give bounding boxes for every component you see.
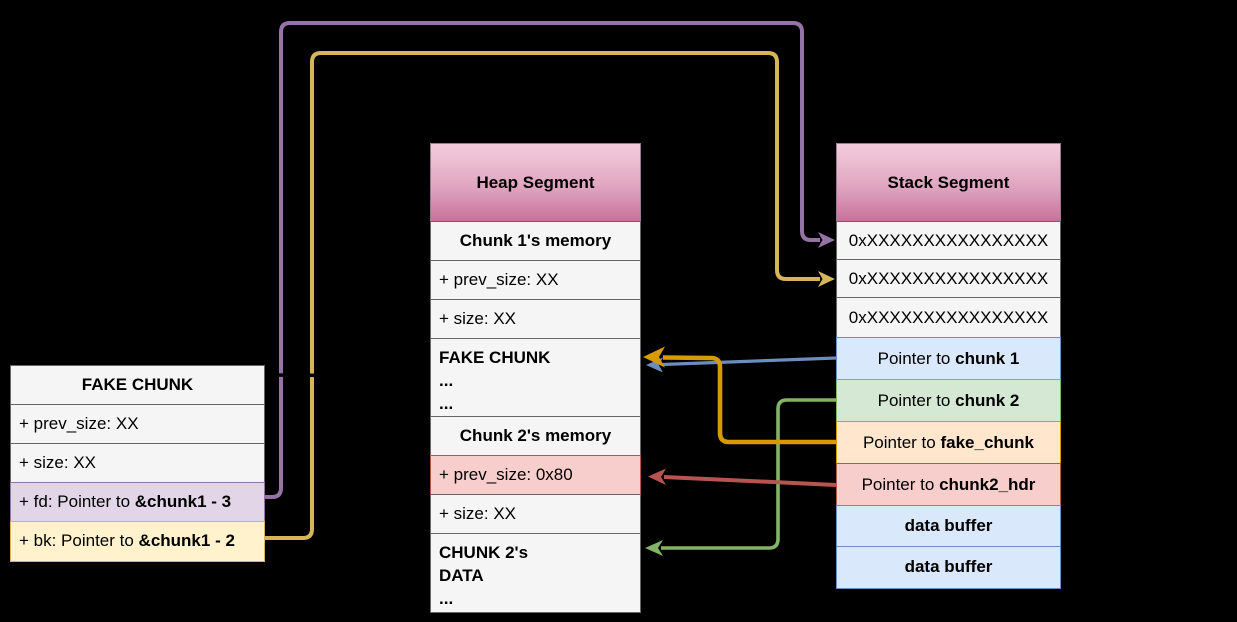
heap-row-prev-size-0x80: + prev_size: 0x80 [430,455,641,496]
fd-label: + fd: Pointer to &chunk1 - 3 [19,492,232,512]
fake-chunk-row-fd: + fd: Pointer to &chunk1 - 3 [10,482,265,523]
fake-chunk-table-header: FAKE CHUNK [10,365,265,406]
heap-segment-title: Heap Segment [476,172,595,192]
chunk2-data-line1: CHUNK 2's [439,543,529,562]
prev-size-label: + prev_size: XX [19,414,139,434]
address-value-2: 0xXXXXXXXXXXXXXXXX [848,268,1049,288]
fake-chunk-table: FAKE CHUNK + prev_size: XX + size: XX + … [10,365,265,563]
heap-row-size-2: + size: XX [430,494,641,535]
heap-row-prev-size-1: + prev_size: XX [430,260,641,301]
heap-row-size-1: + size: XX [430,299,641,340]
chunk2-data-line3: ... [439,589,454,608]
heap-segment-table: Heap Segment Chunk 1's memory + prev_siz… [430,143,641,613]
pointer-chunk2-label: Pointer to chunk 2 [877,390,1020,410]
arrow-chunk1-to-fake-chunk [646,356,837,373]
stack-row-address-2: 0xXXXXXXXXXXXXXXXX [836,259,1061,299]
heap-segment-header: Heap Segment [430,143,641,223]
fake-chunk-row-bk: + bk: Pointer to &chunk1 - 2 [10,521,265,562]
connector-fake-chunk-tables [264,373,429,378]
arrow-chunk2-to-chunk2-data [645,398,836,556]
fake-chunk-line3: ... [439,394,454,413]
heap-size2-label: + size: XX [439,504,517,524]
chunk2-data-line2: DATA [439,566,484,585]
size-label: + size: XX [19,453,97,473]
address-value-1: 0xXXXXXXXXXXXXXXXX [848,230,1049,250]
chunk2-memory-label: Chunk 2's memory [459,426,612,446]
heap-row-chunk2-memory: Chunk 2's memory [430,416,641,457]
stack-row-data-buffer-1: data buffer [836,505,1061,548]
arrow-fake-chunk-pointer-to-fake-chunk [643,346,836,445]
stack-segment-table: Stack Segment 0xXXXXXXXXXXXXXXXX 0xXXXXX… [836,143,1061,589]
stack-row-address-1: 0xXXXXXXXXXXXXXXXX [836,221,1061,261]
stack-segment-header: Stack Segment [836,143,1061,223]
address-value-3: 0xXXXXXXXXXXXXXXXX [848,307,1049,327]
bk-label: + bk: Pointer to &chunk1 - 2 [19,531,235,551]
heap-size1-label: + size: XX [439,309,517,329]
stack-row-pointer-fake-chunk: Pointer to fake_chunk [836,421,1061,465]
heap-row-chunk1-memory: Chunk 1's memory [430,221,641,262]
stack-row-data-buffer-2: data buffer [836,546,1061,589]
stack-segment-title: Stack Segment [887,172,1010,192]
heap-prev2-label: + prev_size: 0x80 [439,465,573,485]
fake-chunk-title: FAKE CHUNK [81,375,194,395]
heap-row-chunk2-data: CHUNK 2's DATA ... [430,533,641,613]
stack-row-pointer-chunk2-hdr: Pointer to chunk2_hdr [836,463,1061,507]
stack-row-pointer-chunk1: Pointer to chunk 1 [836,337,1061,381]
stack-row-address-3: 0xXXXXXXXXXXXXXXXX [836,297,1061,339]
stack-row-pointer-chunk2: Pointer to chunk 2 [836,379,1061,423]
pointer-chunk2-hdr-label: Pointer to chunk2_hdr [861,474,1036,494]
arrow-chunk2-hdr-to-prev-size [648,468,837,487]
fake-chunk-line2: ... [439,371,454,390]
data-buffer-label-1: data buffer [904,516,993,536]
heap-prev1-label: + prev_size: XX [439,270,559,290]
fake-chunk-row-prev-size: + prev_size: XX [10,404,265,445]
data-buffer-label-2: data buffer [904,557,993,577]
heap-row-fake-chunk: FAKE CHUNK ... ... [430,338,641,418]
fake-chunk-row-size: + size: XX [10,443,265,484]
pointer-chunk1-label: Pointer to chunk 1 [877,348,1020,368]
pointer-fake-chunk-label: Pointer to fake_chunk [862,432,1035,452]
chunk1-memory-label: Chunk 1's memory [459,231,612,251]
fake-chunk-line1: FAKE CHUNK [439,348,551,367]
